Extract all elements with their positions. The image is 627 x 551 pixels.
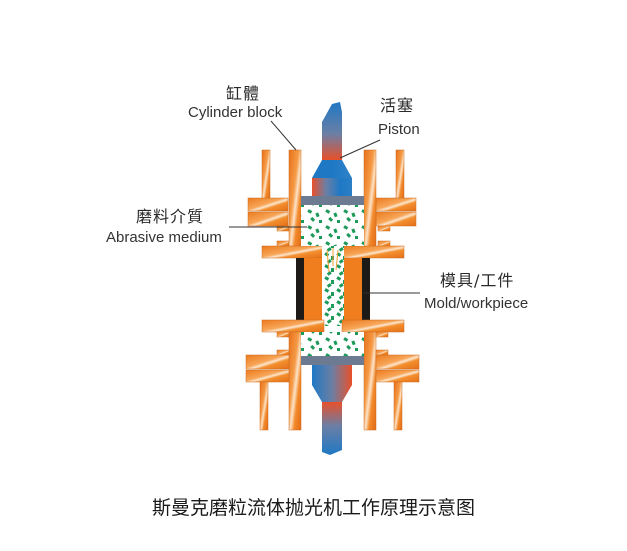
upper-piston [301, 102, 364, 205]
diagram-caption: 斯曼克磨粒流体抛光机工作原理示意图 [151, 497, 475, 519]
piston-label-en: Piston [378, 121, 420, 138]
cylinder-label-en: Cylinder block [188, 104, 283, 121]
lower-piston [301, 356, 364, 455]
lower-cylinder-block [245, 319, 420, 431]
mold-workpiece [296, 246, 370, 326]
abrasive-chamber-upper [301, 205, 364, 246]
abrasive-chamber-lower [301, 332, 364, 356]
piston-label-zh: 活塞 [380, 96, 415, 115]
abrasive-label-en: Abrasive medium [106, 229, 222, 246]
cylinder-label-zh: 缸體 [226, 84, 261, 103]
abrasive-label-zh: 磨料介質 [136, 207, 205, 226]
mold-label-zh: 模具/工件 [440, 271, 515, 290]
upper-cylinder-block [247, 149, 417, 259]
mold-label-en: Mold/workpiece [424, 295, 529, 312]
leader-lines [229, 120, 420, 294]
